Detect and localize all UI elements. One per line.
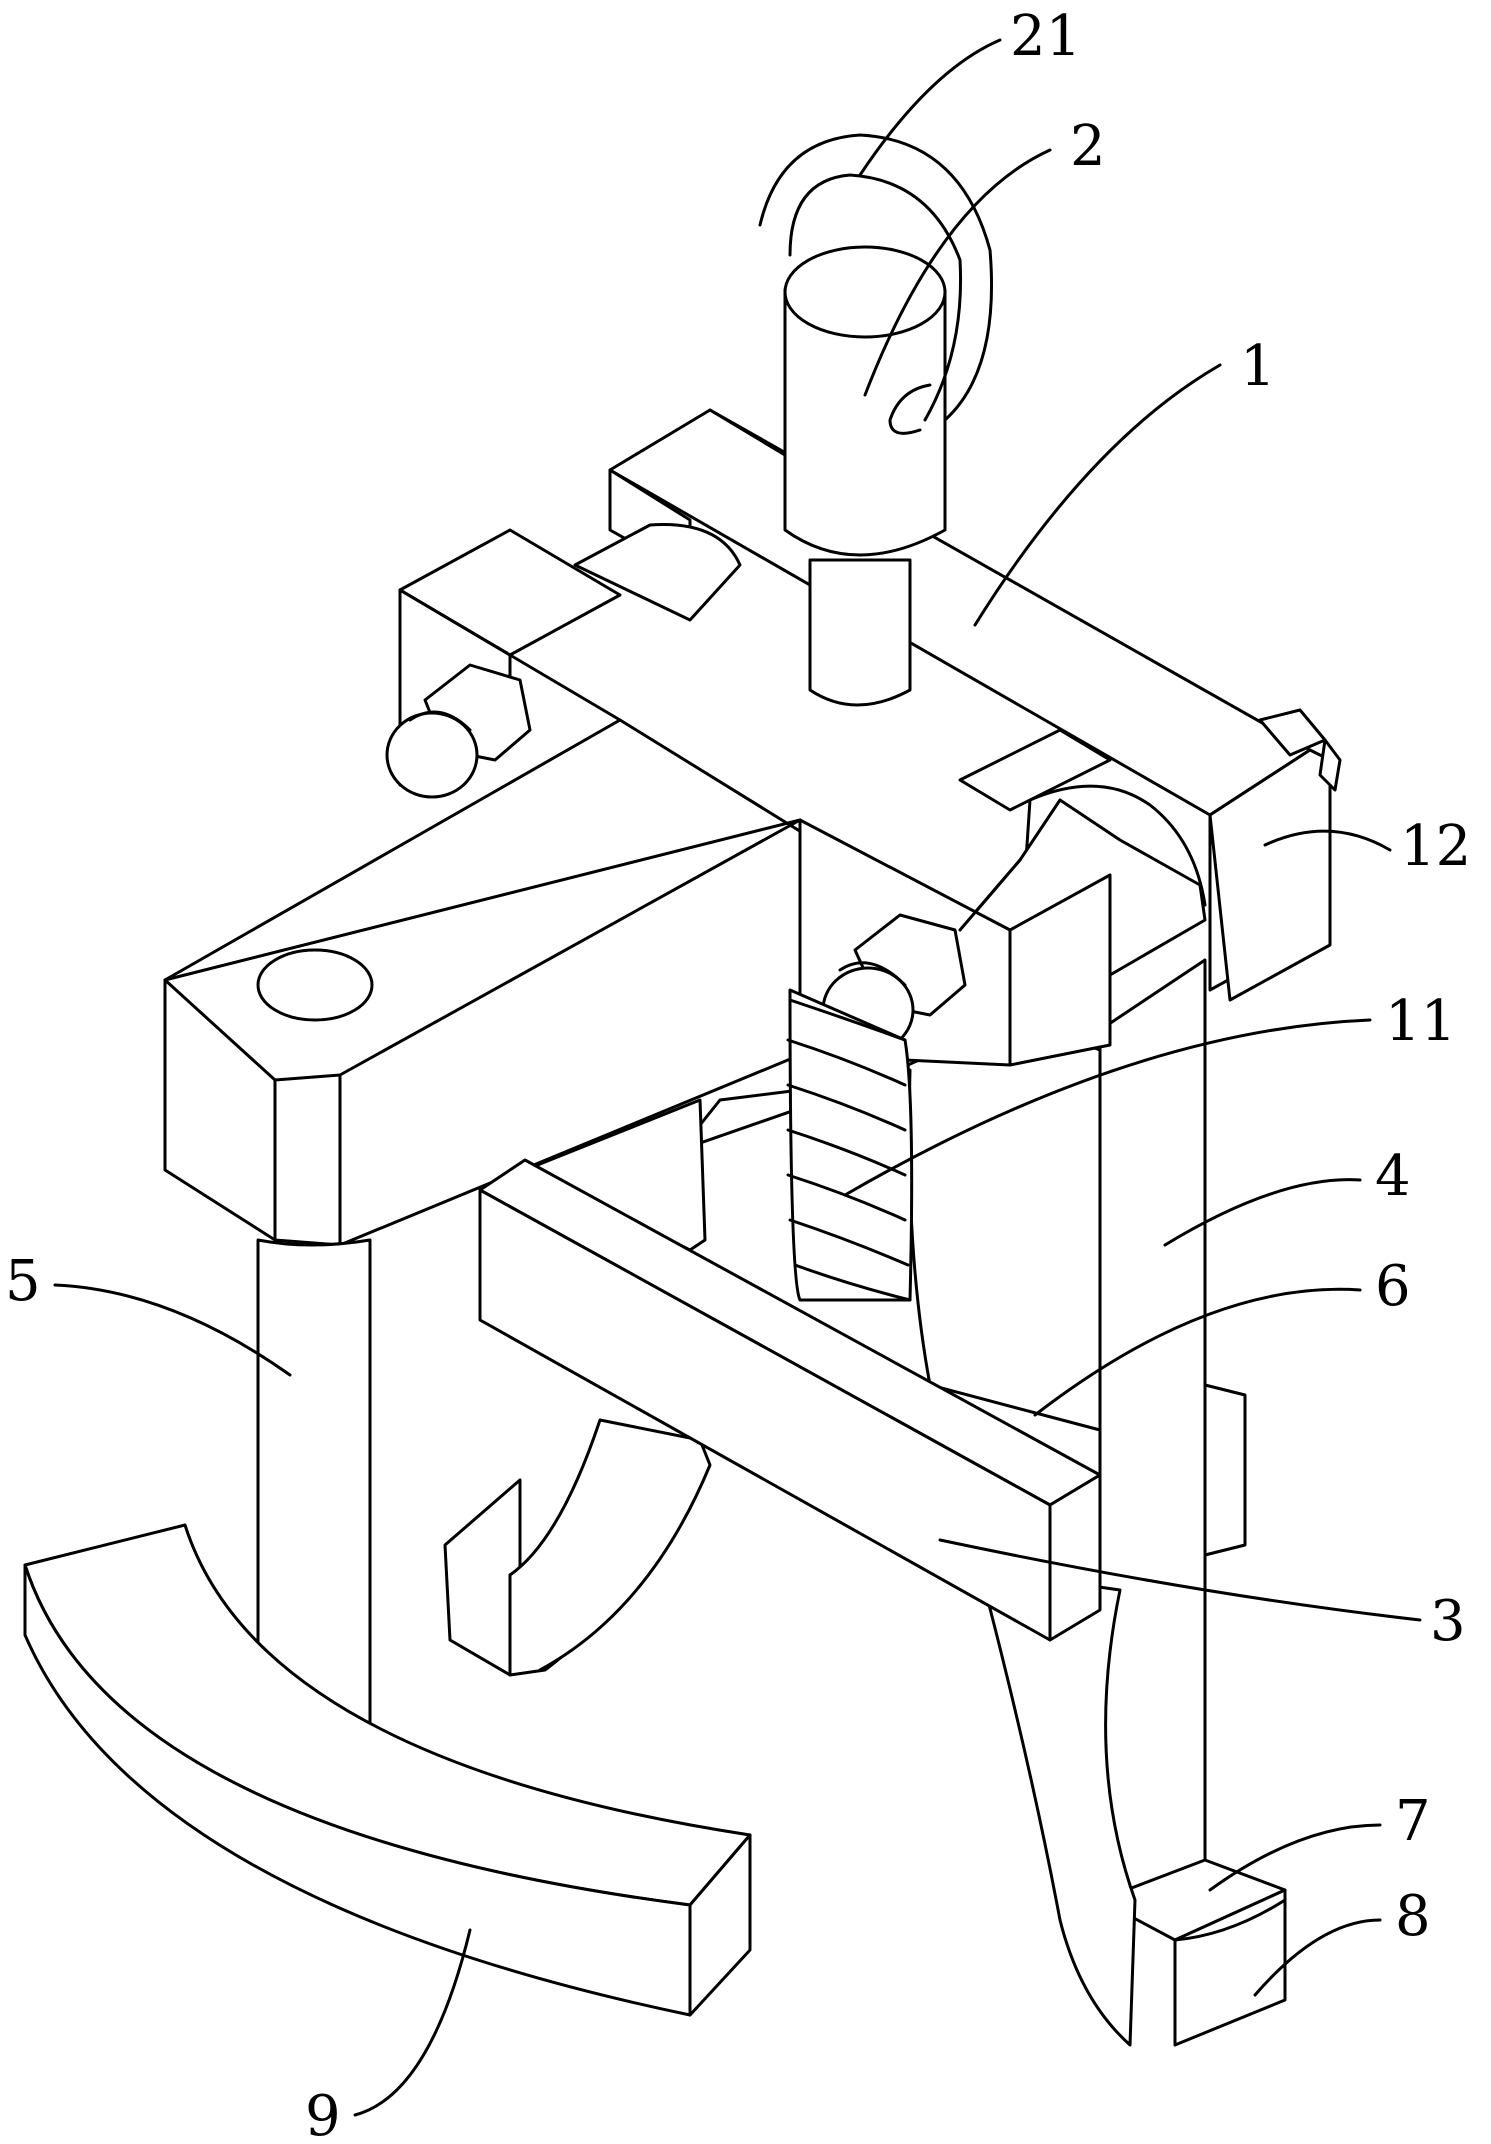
leader-11 bbox=[843, 1018, 1372, 1197]
spring-11 bbox=[786, 988, 914, 1302]
foot-7-8 bbox=[1098, 1858, 1287, 2047]
leader-3 bbox=[938, 1538, 1422, 1622]
label-1: 1 bbox=[1240, 334, 1276, 399]
label-3: 3 bbox=[1430, 1589, 1466, 1654]
leader-1 bbox=[973, 363, 1222, 627]
leader-4 bbox=[1163, 1178, 1362, 1247]
top-slab bbox=[163, 408, 1207, 1247]
label-9: 9 bbox=[305, 2084, 341, 2144]
leader-lines bbox=[53, 38, 1422, 2117]
label-5: 5 bbox=[5, 1249, 41, 1314]
leader-21 bbox=[858, 38, 1002, 177]
label-21: 21 bbox=[1010, 4, 1081, 69]
center-post-2 bbox=[758, 133, 994, 707]
leader-2 bbox=[863, 148, 1052, 397]
leader-7 bbox=[1208, 1823, 1382, 1892]
leader-5 bbox=[53, 1283, 292, 1377]
right-block-12 bbox=[1208, 708, 1342, 1002]
leader-12 bbox=[1263, 829, 1392, 852]
label-6: 6 bbox=[1375, 1254, 1411, 1319]
label-8: 8 bbox=[1395, 1884, 1431, 1949]
label-7: 7 bbox=[1395, 1789, 1431, 1854]
labels: 21 2 1 12 11 4 6 5 3 7 8 9 bbox=[5, 4, 1471, 2144]
label-2: 2 bbox=[1070, 114, 1106, 179]
label-11: 11 bbox=[1385, 989, 1456, 1054]
label-4: 4 bbox=[1375, 1144, 1411, 1209]
leg-4 bbox=[1098, 958, 1247, 1912]
bolt-right bbox=[821, 913, 967, 1054]
curved-claw-rear bbox=[978, 1568, 1137, 2047]
bolt-left bbox=[385, 663, 532, 799]
label-12: 12 bbox=[1400, 814, 1471, 879]
claw-6 bbox=[443, 1418, 712, 1677]
arc-shoe-9 bbox=[23, 1523, 752, 2017]
rail-3 bbox=[478, 1158, 1102, 1642]
leader-8 bbox=[1253, 1918, 1382, 1997]
leader-9 bbox=[353, 1928, 472, 2117]
leader-6 bbox=[1033, 1287, 1362, 1417]
